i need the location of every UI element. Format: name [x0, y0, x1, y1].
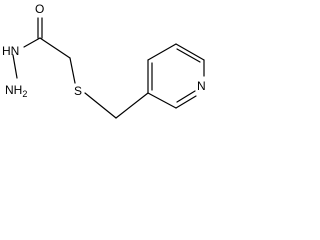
terminal-amine-label: NH2 — [5, 83, 27, 99]
ring-bond-n-c4 — [147, 92, 177, 109]
ring-bond-c1-c6 — [175, 43, 205, 61]
terminal-amine-text: NH — [5, 83, 22, 97]
ring-bond-c5-n-inner — [176, 90, 196, 103]
n-n-bond — [12, 54, 18, 79]
sulfur-to-ch2-bond — [84, 92, 117, 119]
ring-bond-c1-c6-inner — [176, 48, 201, 63]
ch2-to-sulfur-bond — [69, 57, 76, 84]
terminal-amine-subscript: 2 — [22, 89, 27, 99]
chemical-structure: O HN NH2 S N — [2, 2, 206, 119]
ring-nitrogen-label: N — [197, 79, 206, 93]
ring-bond-c5-n — [175, 95, 197, 109]
carbonyl-to-ch2-bond — [39, 37, 71, 59]
oxygen-label: O — [35, 2, 44, 16]
ch2-to-ring-bond — [115, 92, 149, 119]
hydrazide-nh-label: HN — [2, 44, 19, 58]
carbonyl-to-nh-bond — [23, 37, 41, 48]
sulfur-label: S — [74, 84, 82, 98]
ring-bond-c2-c1 — [147, 43, 177, 61]
